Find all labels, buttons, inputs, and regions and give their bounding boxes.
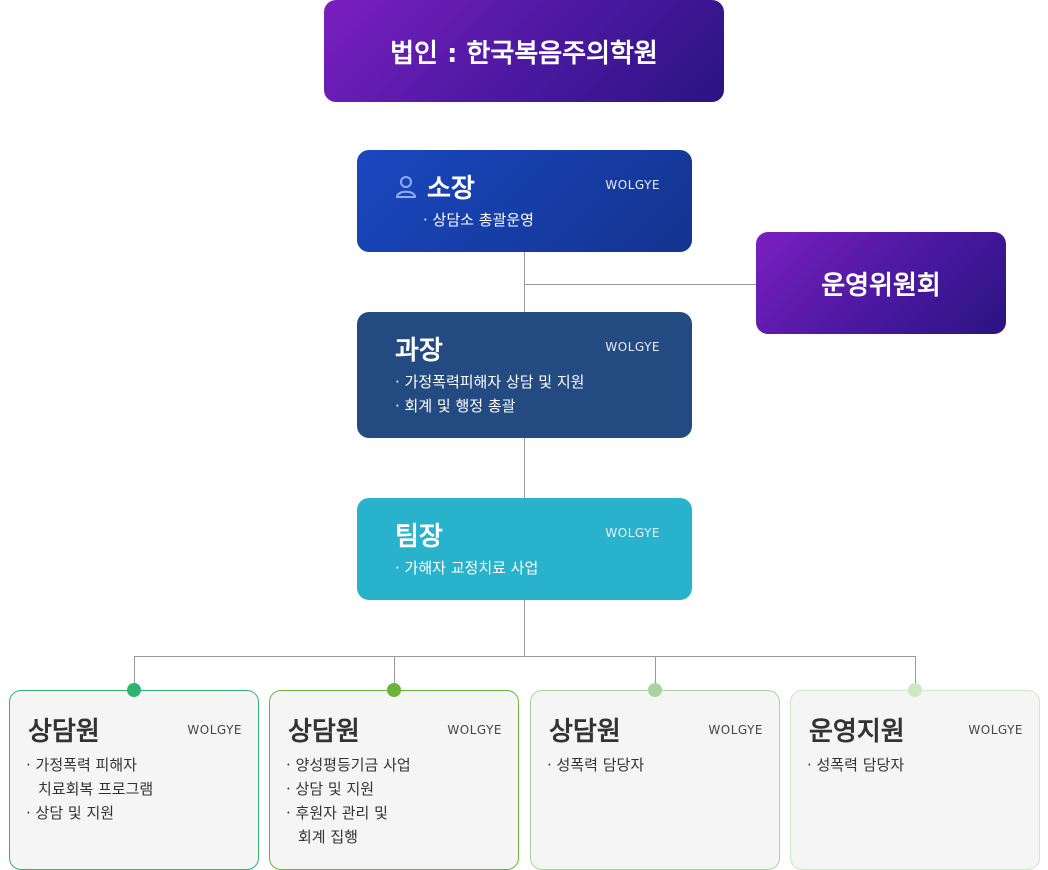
director-brand: WOLGYE: [605, 178, 660, 192]
connector-staff-2: [394, 656, 395, 690]
duty-item: 회계 및 행정 총괄: [395, 394, 584, 418]
manager-title: 과장: [395, 336, 443, 366]
staff-brand: WOLGYE: [447, 723, 502, 737]
person-icon: [396, 175, 416, 198]
staff-box-counselor-1: 상담원 WOLGYE 가정폭력 피해자 치료회복 프로그램 상담 및 지원: [9, 690, 259, 870]
connector-staff-3: [655, 656, 656, 690]
committee-box: 운영위원회: [756, 232, 1006, 334]
staff-box-counselor-2: 상담원 WOLGYE 양성평등기금 사업 상담 및 지원 후원자 관리 및 회계…: [269, 690, 519, 870]
duty-item-continued: 회계 집행: [298, 828, 358, 846]
committee-label: 운영위원회: [821, 270, 941, 301]
staff-duties: 가정폭력 피해자 치료회복 프로그램 상담 및 지원: [26, 753, 154, 825]
staff-duties: 양성평등기금 사업 상담 및 지원 후원자 관리 및 회계 집행: [286, 753, 411, 849]
staff-brand: WOLGYE: [708, 723, 763, 737]
staff-title: 상담원: [549, 717, 621, 747]
staff-box-operations-support: 운영지원 WOLGYE 성폭력 담당자: [790, 690, 1040, 870]
connector-staff-1: [134, 656, 135, 690]
connector-dot: [127, 683, 141, 697]
duty-item: 상담 및 지원: [26, 801, 153, 825]
staff-duties: 성폭력 담당자: [807, 753, 905, 777]
connector-dot: [908, 683, 922, 697]
connector-director-manager: [524, 252, 525, 312]
director-title: 소장: [427, 174, 475, 204]
duty-item: 양성평등기금 사업: [286, 753, 411, 777]
duty-item: 성폭력 담당자: [807, 753, 905, 777]
staff-title: 상담원: [288, 717, 360, 747]
director-box: 소장 WOLGYE 상담소 총괄운영: [357, 150, 692, 252]
team-lead-brand: WOLGYE: [605, 526, 660, 540]
manager-brand: WOLGYE: [605, 340, 660, 354]
connector-dot: [648, 683, 662, 697]
connector-dot: [387, 683, 401, 697]
staff-brand: WOLGYE: [968, 723, 1023, 737]
connector-committee: [524, 284, 756, 285]
duty-item: 가정폭력피해자 상담 및 지원: [395, 370, 585, 394]
team-lead-box: 팀장 WOLGYE 가해자 교정치료 사업: [357, 498, 692, 600]
staff-title: 상담원: [28, 717, 100, 747]
staff-duties: 성폭력 담당자: [547, 753, 645, 777]
staff-box-counselor-3: 상담원 WOLGYE 성폭력 담당자: [530, 690, 780, 870]
connector-manager-teamlead: [524, 438, 525, 498]
duty-item: 상담 및 지원: [286, 777, 411, 801]
staff-brand: WOLGYE: [187, 723, 242, 737]
duty-item: 성폭력 담당자: [547, 753, 645, 777]
manager-box: 과장 WOLGYE 가정폭력피해자 상담 및 지원 회계 및 행정 총괄: [357, 312, 692, 438]
corporation-label: 법인 : 한국복음주의학원: [390, 38, 658, 69]
connector-staff-4: [915, 656, 916, 690]
director-duties: 상담소 총괄운영: [423, 208, 534, 232]
duty-item: 가정폭력 피해자: [26, 753, 153, 777]
connector-teamlead-staff: [524, 600, 525, 657]
director-heading: 소장: [395, 168, 475, 205]
duty-item-continued: 치료회복 프로그램: [38, 780, 154, 798]
duty-item: 상담소 총괄운영: [423, 208, 534, 232]
corporation-box: 법인 : 한국복음주의학원: [324, 0, 724, 102]
team-lead-title: 팀장: [395, 522, 443, 552]
connector-staff-bus: [134, 656, 916, 657]
duty-item: 후원자 관리 및: [286, 801, 411, 825]
team-lead-duties: 가해자 교정치료 사업: [395, 556, 539, 580]
staff-title: 운영지원: [809, 717, 905, 747]
duty-item: 가해자 교정치료 사업: [395, 556, 539, 580]
manager-duties: 가정폭력피해자 상담 및 지원 회계 및 행정 총괄: [395, 370, 585, 418]
